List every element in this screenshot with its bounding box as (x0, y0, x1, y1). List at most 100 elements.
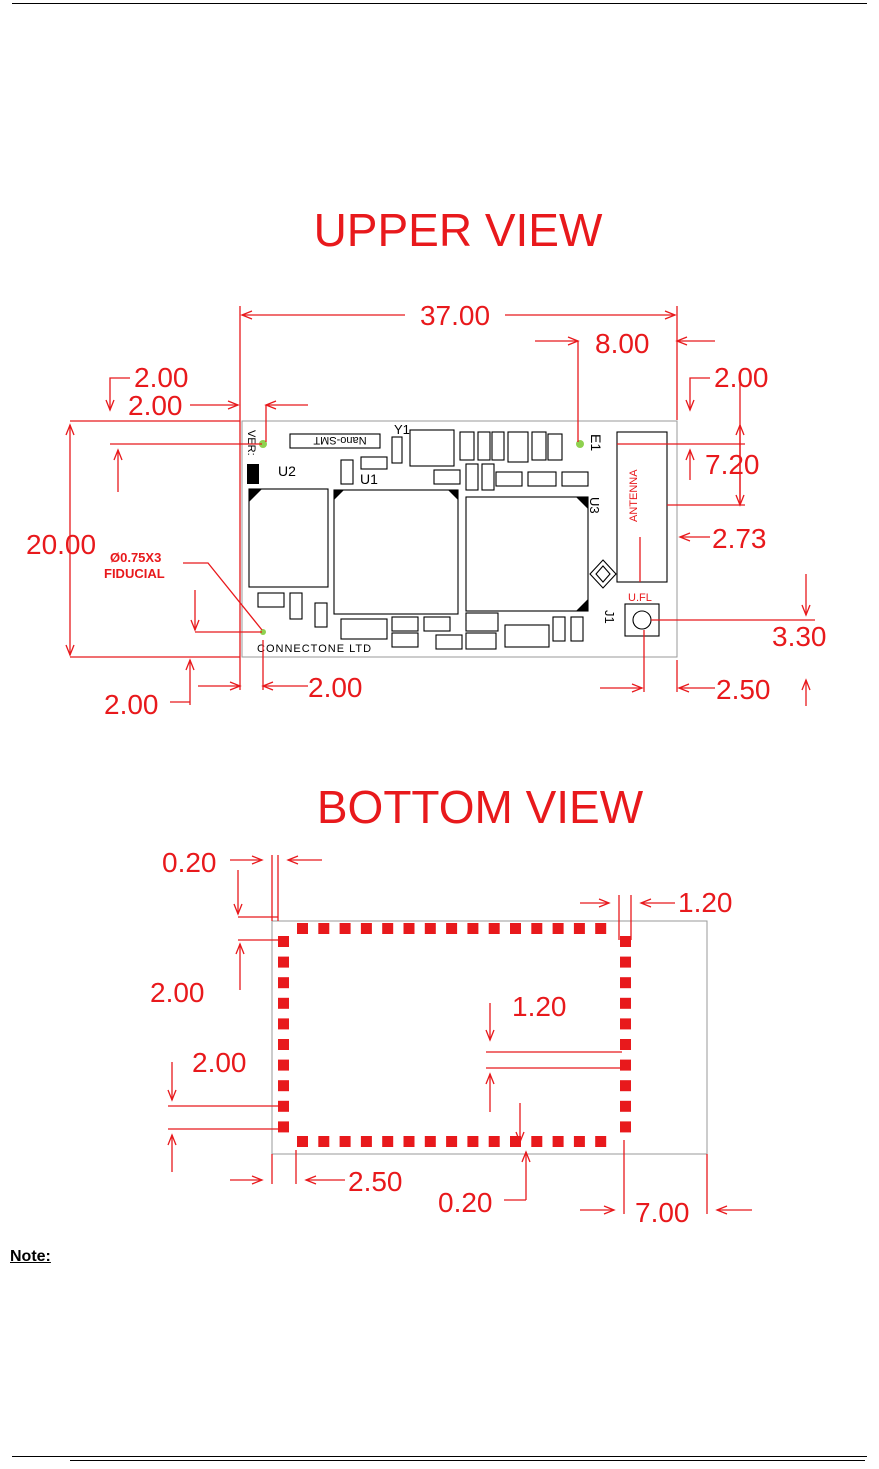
pad (278, 977, 289, 989)
dim-antenna-offset: 8.00 (595, 328, 650, 359)
pad (620, 1080, 631, 1092)
pad (467, 1136, 479, 1147)
dim-bottom-right: 7.00 (635, 1197, 690, 1228)
bottom-pads (278, 923, 631, 1147)
pad (278, 1080, 289, 1092)
pad (446, 923, 458, 934)
fiducial-label-line2: FIDUCIAL (104, 566, 165, 581)
pad (403, 1136, 415, 1147)
pad (620, 997, 631, 1009)
fiducial-top-right (576, 440, 584, 448)
pad (595, 1136, 607, 1147)
pad (620, 977, 631, 989)
silk-ver: VER: (245, 430, 257, 456)
pad (620, 1018, 631, 1030)
pad (278, 956, 289, 968)
silk-u3: U3 (587, 497, 602, 514)
dim-top-left: 0.20 (162, 847, 217, 878)
pad (620, 956, 631, 968)
pad (339, 1136, 351, 1147)
pad (278, 1121, 289, 1133)
footer-rule-thin (70, 1460, 865, 1461)
dim-left-top-b: 2.00 (128, 390, 183, 421)
silk-u2: U2 (278, 463, 296, 479)
pad (467, 923, 479, 934)
pad (297, 1136, 308, 1147)
pad (620, 1121, 631, 1133)
pad (278, 1018, 289, 1030)
dim-antenna-height: 7.20 (705, 449, 760, 480)
fiducial-label-line1: Ø0.75X3 (110, 550, 161, 565)
pad (446, 1136, 458, 1147)
pad (620, 1059, 631, 1071)
pad (488, 1136, 500, 1147)
fiducial-bottom-left (260, 629, 266, 635)
pad (510, 923, 521, 934)
silk-connectone: CONNECTONE LTD (257, 643, 372, 655)
pad (278, 997, 289, 1009)
pad (318, 1136, 330, 1147)
pad (278, 936, 289, 947)
pad (573, 1136, 585, 1147)
dim-width: 37.00 (420, 300, 490, 331)
header-rule (12, 3, 867, 4)
silk-y1: Y1 (394, 422, 410, 437)
pad (278, 1039, 289, 1050)
dim-inner: 1.20 (512, 991, 567, 1022)
dim-height: 20.00 (26, 529, 96, 560)
bottom-dimension-lines (167, 855, 752, 1215)
silk-nano: Nano-SMT (313, 434, 366, 446)
pad (318, 923, 330, 934)
silk-antenna: ANTENNA (628, 469, 640, 522)
dim-left-pitch: 2.00 (150, 977, 205, 1008)
upper-dimension-lines (65, 306, 815, 706)
fiducial-top-left (259, 440, 267, 448)
pad (620, 1039, 631, 1050)
pad (360, 1136, 372, 1147)
pad (424, 923, 436, 934)
pad (620, 1100, 631, 1112)
dim-antenna-side: 2.73 (712, 523, 767, 554)
pad (552, 923, 564, 934)
antenna-block (616, 431, 668, 583)
silk-e1: E1 (588, 434, 604, 451)
pad (297, 923, 308, 934)
upper-components (247, 429, 668, 650)
note-label: Note: (10, 1248, 51, 1265)
pad (382, 1136, 394, 1147)
silk-u1: U1 (360, 471, 378, 487)
pad (531, 1136, 543, 1147)
dim-bottom-left: 2.00 (104, 689, 159, 720)
pad (339, 923, 351, 934)
dim-bottom-pitch: 2.50 (348, 1166, 403, 1197)
silk-j1: J1 (602, 610, 617, 624)
dim-bottom-mid: 2.00 (308, 672, 363, 703)
pad (595, 923, 607, 934)
dim-left-top-a: 2.00 (134, 362, 189, 393)
pad (573, 923, 585, 934)
dim-ufl-right: 2.50 (716, 674, 771, 705)
dim-bottom-gap: 0.20 (438, 1187, 493, 1218)
upper-view-title: UPPER VIEW (314, 204, 603, 256)
pad (360, 923, 372, 934)
upper-board-outline (241, 420, 678, 658)
pad (424, 1136, 436, 1147)
silk-ufl: U.FL (628, 592, 652, 604)
dim-right-top: 2.00 (714, 362, 769, 393)
pad (531, 923, 543, 934)
pad (278, 1100, 289, 1112)
dim-left-pitch-b: 2.00 (192, 1047, 247, 1078)
dim-top-right: 1.20 (678, 887, 733, 918)
pad (488, 923, 500, 934)
bottom-board-outline (271, 920, 708, 1155)
pad (382, 923, 394, 934)
pad (510, 1136, 521, 1147)
bottom-view-title: BOTTOM VIEW (317, 781, 644, 833)
pad (278, 1059, 289, 1071)
pad (403, 923, 415, 934)
pad (552, 1136, 564, 1147)
dim-ufl-offset: 3.30 (772, 621, 827, 652)
pad (620, 936, 631, 947)
footer-rule (12, 1456, 867, 1457)
